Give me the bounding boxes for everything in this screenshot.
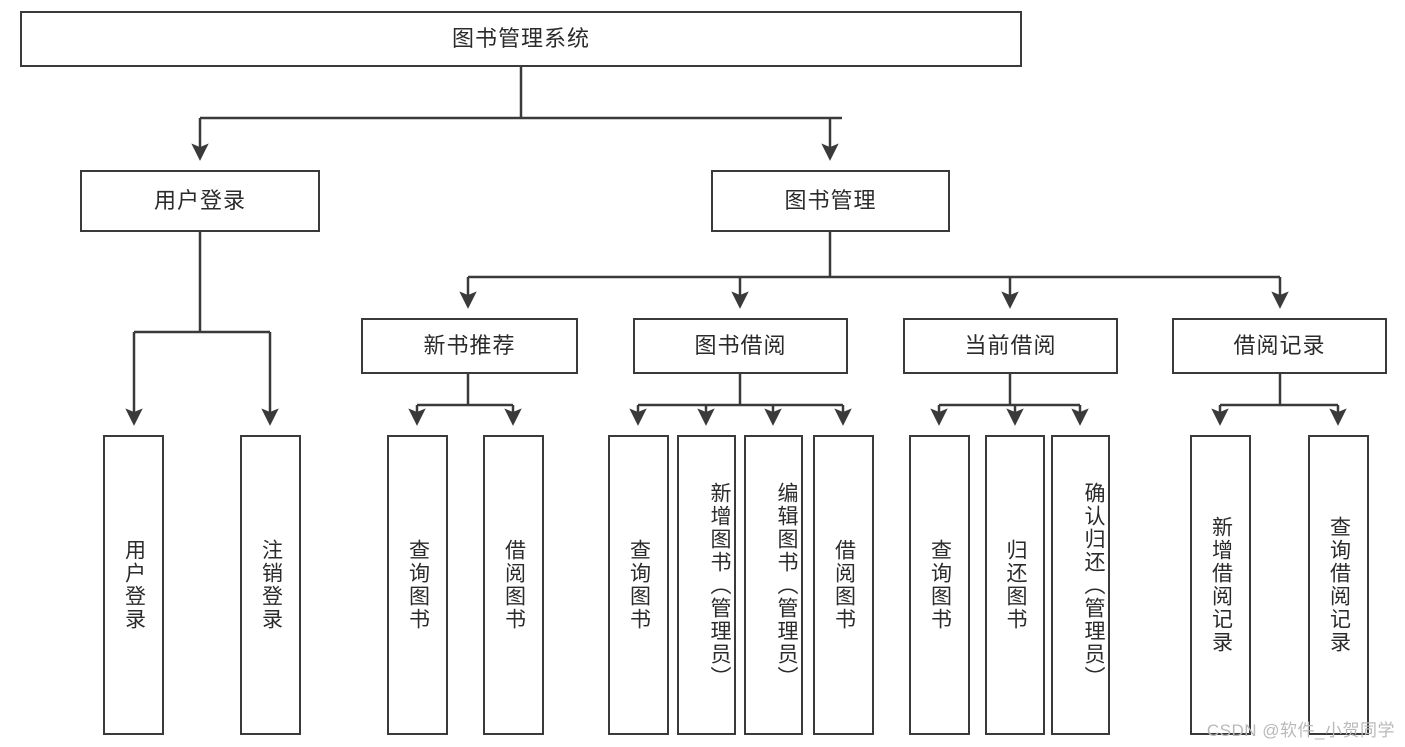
node-leaf-user-login-label: 用户登录 [122,539,146,631]
node-root[interactable]: 图书管理系统 [20,11,1022,67]
node-leaf-query-borrow-record[interactable]: 查询借阅记录 [1308,435,1369,735]
node-root-label: 图书管理系统 [451,25,590,51]
node-borrow-record-label: 借阅记录 [1233,332,1326,358]
csdn-watermark: CSDN @软件_小贺同学 [1206,721,1395,740]
node-book-manage[interactable]: 图书管理 [711,170,950,232]
node-leaf-query-book-current[interactable]: 查询图书 [909,435,970,735]
node-leaf-logout-label: 注销登录 [259,539,283,631]
node-leaf-add-borrow-record[interactable]: 新增借阅记录 [1190,435,1251,735]
node-leaf-borrow-book-label: 借阅图书 [832,539,856,631]
node-leaf-add-borrow-record-label: 新增借阅记录 [1209,516,1233,654]
node-leaf-borrow-book-recommend[interactable]: 借阅图书 [483,435,544,735]
node-new-book-recommend[interactable]: 新书推荐 [361,318,578,374]
node-leaf-query-book-recommend-label: 查询图书 [406,539,430,631]
node-current-borrow[interactable]: 当前借阅 [903,318,1118,374]
node-leaf-query-book-borrow-label: 查询图书 [627,539,651,631]
node-leaf-query-borrow-record-label: 查询借阅记录 [1327,516,1351,654]
node-leaf-confirm-return-label: 确认归还（管理员） [1082,481,1105,689]
node-new-book-recommend-label: 新书推荐 [423,332,516,358]
node-leaf-query-book-recommend[interactable]: 查询图书 [387,435,448,735]
node-user-login-label: 用户登录 [153,187,246,213]
node-leaf-logout[interactable]: 注销登录 [240,435,301,735]
node-leaf-confirm-return[interactable]: 确认归还（管理员） [1051,435,1110,735]
node-leaf-edit-book-label: 编辑图书（管理员） [775,481,798,689]
node-leaf-return-book-label: 归还图书 [1004,539,1027,631]
node-leaf-query-book-current-label: 查询图书 [928,539,952,631]
node-borrow-record[interactable]: 借阅记录 [1172,318,1387,374]
node-leaf-borrow-book[interactable]: 借阅图书 [813,435,874,735]
node-book-borrow[interactable]: 图书借阅 [633,318,848,374]
node-leaf-return-book[interactable]: 归还图书 [985,435,1045,735]
node-leaf-edit-book[interactable]: 编辑图书（管理员） [744,435,803,735]
node-leaf-query-book-borrow[interactable]: 查询图书 [608,435,669,735]
node-leaf-add-book[interactable]: 新增图书（管理员） [677,435,736,735]
node-leaf-borrow-book-recommend-label: 借阅图书 [502,539,526,631]
node-leaf-add-book-label: 新增图书（管理员） [708,481,731,689]
node-book-manage-label: 图书管理 [784,187,877,213]
node-user-login[interactable]: 用户登录 [80,170,320,232]
node-current-borrow-label: 当前借阅 [964,332,1057,358]
node-leaf-user-login[interactable]: 用户登录 [103,435,164,735]
node-book-borrow-label: 图书借阅 [694,332,787,358]
